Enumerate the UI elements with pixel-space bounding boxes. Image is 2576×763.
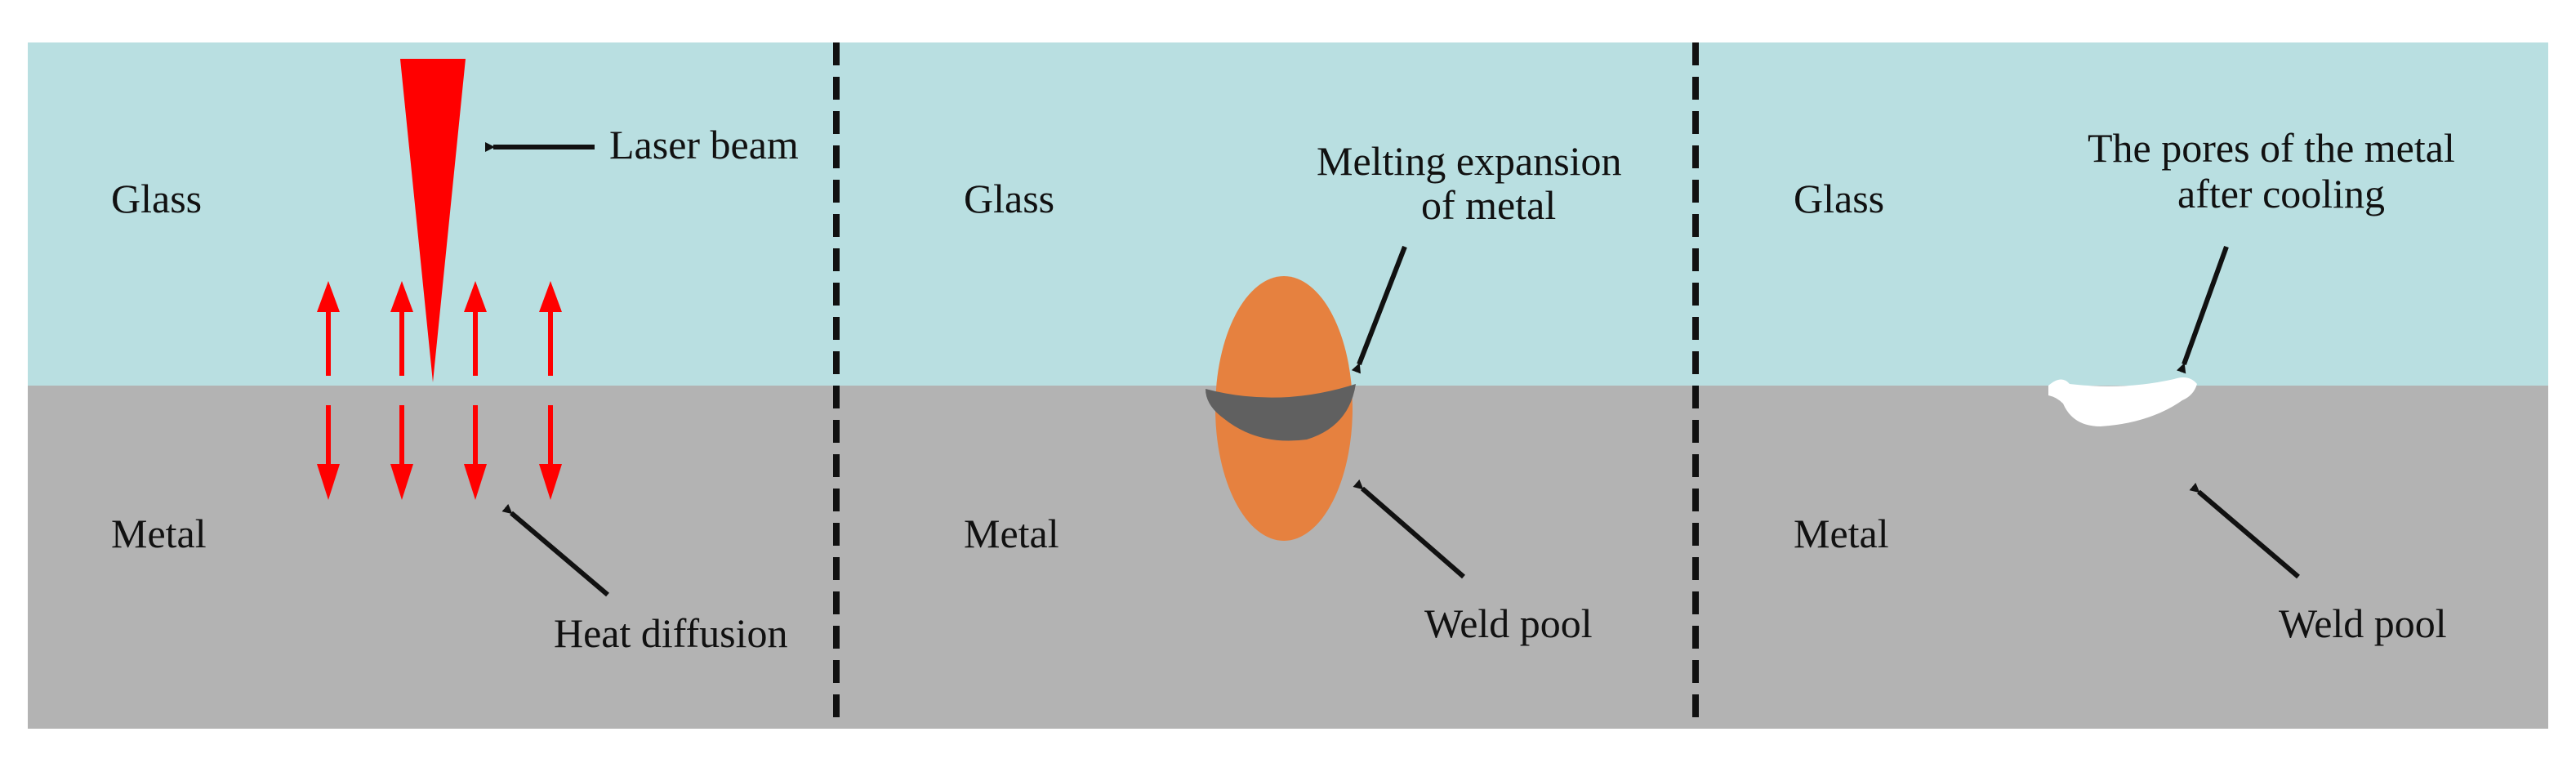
heat-arrow-down-icon [390, 405, 413, 500]
expansion-label-line1: Melting expansion [1317, 138, 1622, 184]
heat-arrows-up [317, 281, 562, 376]
metal-label: Metal [964, 511, 1059, 556]
expansion-pointer [1351, 245, 1407, 374]
glass-label: Glass [1794, 176, 1884, 221]
pores-pointer [2176, 245, 2229, 374]
glass-label: Glass [964, 176, 1054, 221]
panel-1: Glass Metal [111, 59, 799, 656]
heat-arrow-up-icon [539, 281, 562, 376]
heat-arrow-down-icon [464, 405, 487, 500]
metal-label: Metal [1794, 511, 1889, 556]
heat-arrow-up-icon [390, 281, 413, 376]
laser-beam-label: Laser beam [609, 122, 799, 167]
glass-label: Glass [111, 176, 202, 221]
heat-arrows-down [317, 405, 562, 500]
heat-diffusion-pointer [501, 503, 609, 597]
metal-pore-shape [2048, 377, 2197, 426]
expansion-label-line2: of metal [1421, 182, 1556, 228]
weld-pool-pointer [1353, 479, 1465, 579]
panel-3: Glass Metal The pores of the metal after… [1794, 125, 2455, 646]
melting-expansion-shape [1206, 384, 1356, 441]
pores-label-line1: The pores of the metal [2088, 125, 2455, 171]
pores-label-line2: after cooling [2177, 171, 2385, 216]
weld-pool-label: Weld pool [2279, 600, 2447, 646]
heat-arrow-up-icon [317, 281, 340, 376]
panel-2: Glass Metal Melting expansion of metal W… [964, 138, 1622, 646]
weld-pool-label: Weld pool [1424, 600, 1593, 646]
heat-arrow-up-icon [464, 281, 487, 376]
heat-arrow-down-icon [317, 405, 340, 500]
laser-beam-icon [400, 59, 466, 382]
metal-label: Metal [111, 511, 207, 556]
heat-diffusion-label: Heat diffusion [554, 610, 788, 656]
weld-pool-pointer [2189, 482, 2300, 579]
heat-arrow-down-icon [539, 405, 562, 500]
